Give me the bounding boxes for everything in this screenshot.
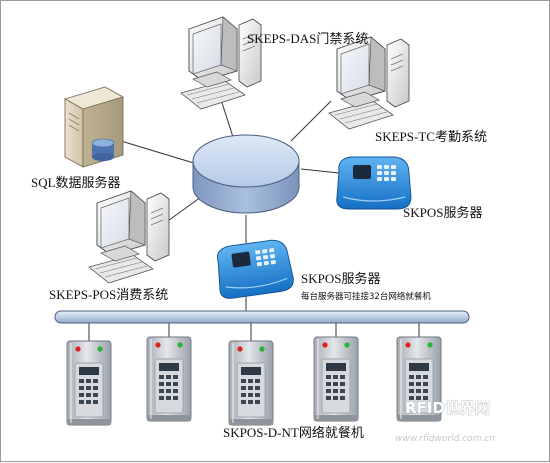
label-tc-system: SKEPS-TC考勤系统 [375, 129, 487, 144]
label-meal-terminals: SKPOS-D-NT网络就餐机 [223, 425, 364, 440]
label-skpos-capacity-note: 每台服务器可挂接32台网络就餐机 [301, 291, 431, 302]
link-pos-right [300, 168, 340, 174]
watermark-logo: RFID世界网 [405, 399, 490, 417]
pos-terminal-icon-center [213, 237, 296, 301]
meal-terminal-icon-2 [146, 336, 192, 422]
link-tc [290, 100, 332, 142]
watermark-url: www.rfidworld.com.cn [395, 434, 495, 444]
label-das-system: SKEPS-DAS门禁系统 [247, 31, 368, 46]
meal-terminal-icon-4 [313, 336, 359, 422]
label-sql-server: SQL数据服务器 [31, 175, 121, 190]
computer-icon-pos [88, 190, 170, 284]
network-bus [54, 310, 470, 324]
meal-terminal-icon-1 [66, 340, 112, 426]
link-sql [120, 140, 198, 165]
pos-terminal-icon-right [336, 156, 412, 210]
network-hub-icon [192, 134, 300, 214]
label-pos-system: SKEPS-POS消费系统 [49, 287, 168, 302]
computer-icon-tc [328, 36, 410, 130]
server-icon [63, 86, 125, 168]
label-skpos-server-center: SKPOS服务器 [301, 271, 380, 286]
label-skpos-server-right: SKPOS服务器 [403, 205, 482, 220]
meal-terminal-icon-3 [228, 340, 274, 426]
